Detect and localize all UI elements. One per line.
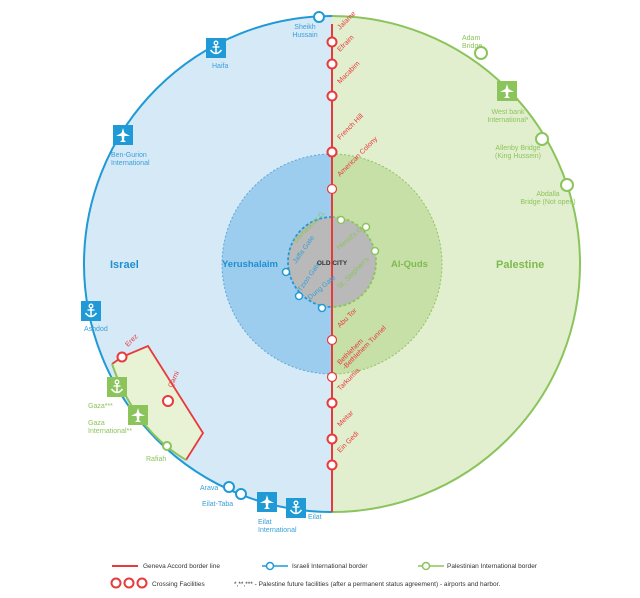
legend-israeli-marker	[265, 561, 275, 571]
sheikh-hussain-marker	[313, 11, 325, 23]
crossing-marker-south-4	[326, 459, 338, 471]
ashdod-label: Ashdod	[84, 326, 108, 333]
eilat-airport-icon	[257, 492, 277, 512]
gate-marker-green-1	[361, 222, 371, 232]
crossing-marker-north-2	[326, 90, 338, 102]
crossing-marker-north-0	[326, 36, 338, 48]
legend-palestinian-marker	[421, 561, 431, 571]
eilat-harbor-icon	[286, 498, 306, 518]
eilat-taba-marker	[235, 488, 247, 500]
erez-marker	[116, 351, 128, 363]
gate-marker-green-2	[370, 246, 380, 256]
crossing-marker-north-4	[326, 183, 338, 195]
gate-marker-blue-1	[294, 291, 304, 301]
legend-palestinian-text: Palestinian International border	[447, 563, 538, 570]
eilat-label: Eilat	[308, 514, 322, 521]
al-quds-region	[332, 154, 442, 374]
crossing-marker-north-1	[326, 58, 338, 70]
legend-israeli-text: Israeli International border	[292, 563, 368, 570]
rafiah-label: Rafiah	[146, 456, 166, 463]
crossing-marker-south-0	[326, 334, 338, 346]
gaza-label: Gaza***	[88, 403, 113, 410]
palestinian-border-arc	[331, 15, 581, 513]
crossing-marker-south-2	[326, 397, 338, 409]
legend-crossing-marker-2	[136, 577, 148, 589]
region-israel: Israel	[110, 259, 139, 271]
allenby-bridge-label: Allenby Bridge(King Hussein)	[495, 145, 541, 160]
gate-marker-blue-0	[281, 267, 291, 277]
site-markers	[81, 11, 574, 518]
arava-marker	[223, 481, 235, 493]
legend-crossing-text: Crossing Facilities	[152, 581, 205, 588]
crossing-marker-south-1	[326, 371, 338, 383]
yerushalaim-dotted-border	[221, 153, 333, 375]
rafiah-marker	[162, 441, 172, 451]
gaza-airport-icon	[128, 405, 148, 425]
allenby-bridge-marker	[535, 132, 549, 146]
old-city-green-border	[331, 216, 377, 308]
abdalla-bridge-marker	[560, 178, 574, 192]
gaza-harbor-icon	[107, 377, 127, 397]
arava-label: Arava	[200, 485, 218, 492]
qarni-marker	[162, 395, 174, 407]
region-yerushalaim: Yerushalaim	[222, 259, 278, 270]
gaza-region	[112, 346, 203, 460]
legend-geneva-text: Geneva Accord border line	[143, 563, 220, 570]
legend-note-text: *,**,*** - Palestine future facilities (…	[234, 581, 500, 588]
old-city-blue-border	[287, 216, 333, 308]
region-al-quds: Al-Quds	[391, 259, 428, 270]
haifa-harbor-icon	[206, 38, 226, 58]
ashdod-harbor-icon	[81, 301, 101, 321]
eilat-taba-label: Eilat-Taba	[202, 501, 233, 508]
yerushalaim-region	[222, 154, 332, 374]
region-old-city: OLD CITY	[317, 260, 348, 267]
gate-marker-green-0	[336, 215, 346, 225]
crossing-marker-south-3	[326, 433, 338, 445]
al-quds-dotted-border	[331, 153, 443, 375]
west-bank-airport-icon	[497, 81, 517, 101]
adam-bridge-marker	[474, 46, 488, 60]
ben-gurion-airport-icon	[113, 125, 133, 145]
palestine-region	[332, 16, 580, 512]
region-palestine: Palestine	[496, 259, 544, 271]
legend-crossing-marker-1	[123, 577, 135, 589]
legend-crossing-marker-0	[110, 577, 122, 589]
haifa-label: Haifa	[212, 63, 228, 70]
legend: Geneva Accord border line Israeli Interna…	[110, 561, 538, 589]
gate-marker-blue-2	[317, 303, 327, 313]
crossing-marker-north-3	[326, 146, 338, 158]
